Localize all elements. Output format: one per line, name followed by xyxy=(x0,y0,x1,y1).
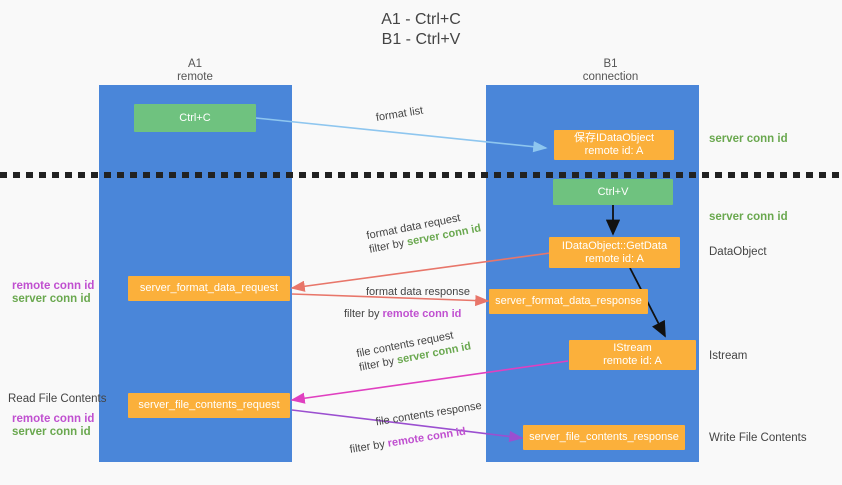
node-istream[interactable]: IStream remote id: A xyxy=(569,340,696,370)
filter-key-remote-conn-id: remote conn id xyxy=(386,425,467,450)
title-line-1: A1 - Ctrl+C xyxy=(381,11,461,28)
node-ctrl-v[interactable]: Ctrl+V xyxy=(553,179,673,205)
node-server-file-contents-request[interactable]: server_file_contents_request xyxy=(128,393,290,418)
edge-format-data-response-filter: filter by remote conn id xyxy=(344,299,470,321)
edge-label-format-list: format list xyxy=(375,104,424,125)
lane-b1-name: B1 xyxy=(603,58,618,70)
node-server-format-data-request-label: server_format_data_request xyxy=(139,282,279,294)
node-istream-remote-id: remote id: A xyxy=(603,355,662,367)
right-label-server-conn-id-mid: server conn id xyxy=(709,211,788,223)
edge-label-file-contents-response: file contents response filter by remote … xyxy=(345,399,486,457)
node-server-file-contents-request-label: server_file_contents_request xyxy=(138,399,280,411)
node-idataobject-remote-id: remote id: A xyxy=(584,145,644,157)
node-server-format-data-request[interactable]: server_format_data_request xyxy=(128,276,290,301)
left-label-server-conn-id-a: server conn id xyxy=(12,293,91,305)
node-getdata-remote-id: remote id: A xyxy=(585,252,644,265)
edge-label-format-data-request: format data request filter by server con… xyxy=(365,208,483,257)
page-title: A1 - Ctrl+C B1 - Ctrl+V xyxy=(0,10,842,50)
node-idataobject[interactable]: 保存IDataObject remote id: A xyxy=(554,130,674,160)
right-label-dataobject: DataObject xyxy=(709,246,767,258)
separator-dashed-line xyxy=(0,172,842,178)
node-server-format-data-response-label: server_format_data_response xyxy=(495,295,642,307)
node-getdata-label: IDataObject::GetData xyxy=(561,239,668,252)
node-server-file-contents-response-label: server_file_contents_response xyxy=(529,431,679,443)
left-label-server-conn-id-b: server conn id xyxy=(12,426,91,438)
edge-label-format-data-response: format data response filter by remote co… xyxy=(344,285,470,321)
left-label-read-file-contents: Read File Contents xyxy=(8,393,107,405)
node-server-format-data-response[interactable]: server_format_data_response xyxy=(489,289,648,314)
right-label-write-file-contents: Write File Contents xyxy=(709,432,807,444)
lane-header-a1: A1 remote xyxy=(120,58,270,84)
left-label-remote-conn-id-a: remote conn id xyxy=(12,280,95,292)
right-label-server-conn-id-top: server conn id xyxy=(709,133,788,145)
filter-key-remote-conn-id: remote conn id xyxy=(382,308,462,320)
right-label-istream: Istream xyxy=(709,350,748,362)
lane-a1-sub: remote xyxy=(177,71,213,83)
lane-a1-name: A1 xyxy=(187,58,203,70)
node-istream-label: IStream xyxy=(613,342,652,354)
edge-label-file-contents-request: file contents request filter by server c… xyxy=(355,326,473,375)
node-server-file-contents-response[interactable]: server_file_contents_response xyxy=(523,425,685,450)
lane-b1-sub: connection xyxy=(582,71,639,83)
node-ctrl-c[interactable]: Ctrl+C xyxy=(134,104,256,132)
node-idataobject-label: 保存IDataObject xyxy=(573,132,655,144)
node-ctrl-v-label: Ctrl+V xyxy=(597,185,629,198)
left-label-remote-conn-id-b: remote conn id xyxy=(12,413,95,425)
edge-format-data-response-title: format data response xyxy=(366,286,470,298)
node-ctrl-c-label: Ctrl+C xyxy=(179,111,211,124)
edge-label-format-list-text: format list xyxy=(375,104,425,124)
lane-header-b1: B1 connection xyxy=(528,58,693,84)
title-line-2: B1 - Ctrl+V xyxy=(381,31,461,48)
node-getdata[interactable]: IDataObject::GetData remote id: A xyxy=(549,237,680,268)
filter-prefix: filter by xyxy=(348,437,389,456)
filter-prefix: filter by xyxy=(344,308,383,320)
